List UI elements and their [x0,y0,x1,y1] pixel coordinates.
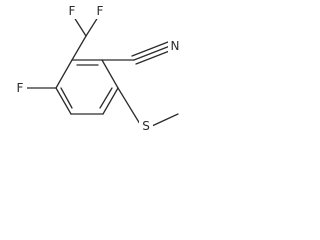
nitrile-triple-bond-a [133,45,171,61]
nitrile-triple-bond-c [135,49,173,65]
atom-label-f: F [97,4,104,18]
atom-label-f: F [17,81,24,95]
nitrile-triple-bond-b [131,41,169,57]
bond-s-to-methyl [151,113,179,127]
ring-bond-bottom-left [55,87,72,115]
bond-ring-to-chf2 [71,35,87,61]
atom-label-f: F [69,4,76,18]
bond-ring-to-s [117,87,141,125]
ring-bond-bottom-right [102,87,119,115]
atom-label-n: N [171,39,180,53]
ring-double-bond-left [60,87,73,109]
ring-double-bond-right [99,87,113,109]
chemical-structure-diagram: F F F N S [13,3,182,134]
atom-label-s: S [142,119,150,133]
ring-bond-top-left [55,59,73,89]
ring-bond-top-right [101,59,119,89]
